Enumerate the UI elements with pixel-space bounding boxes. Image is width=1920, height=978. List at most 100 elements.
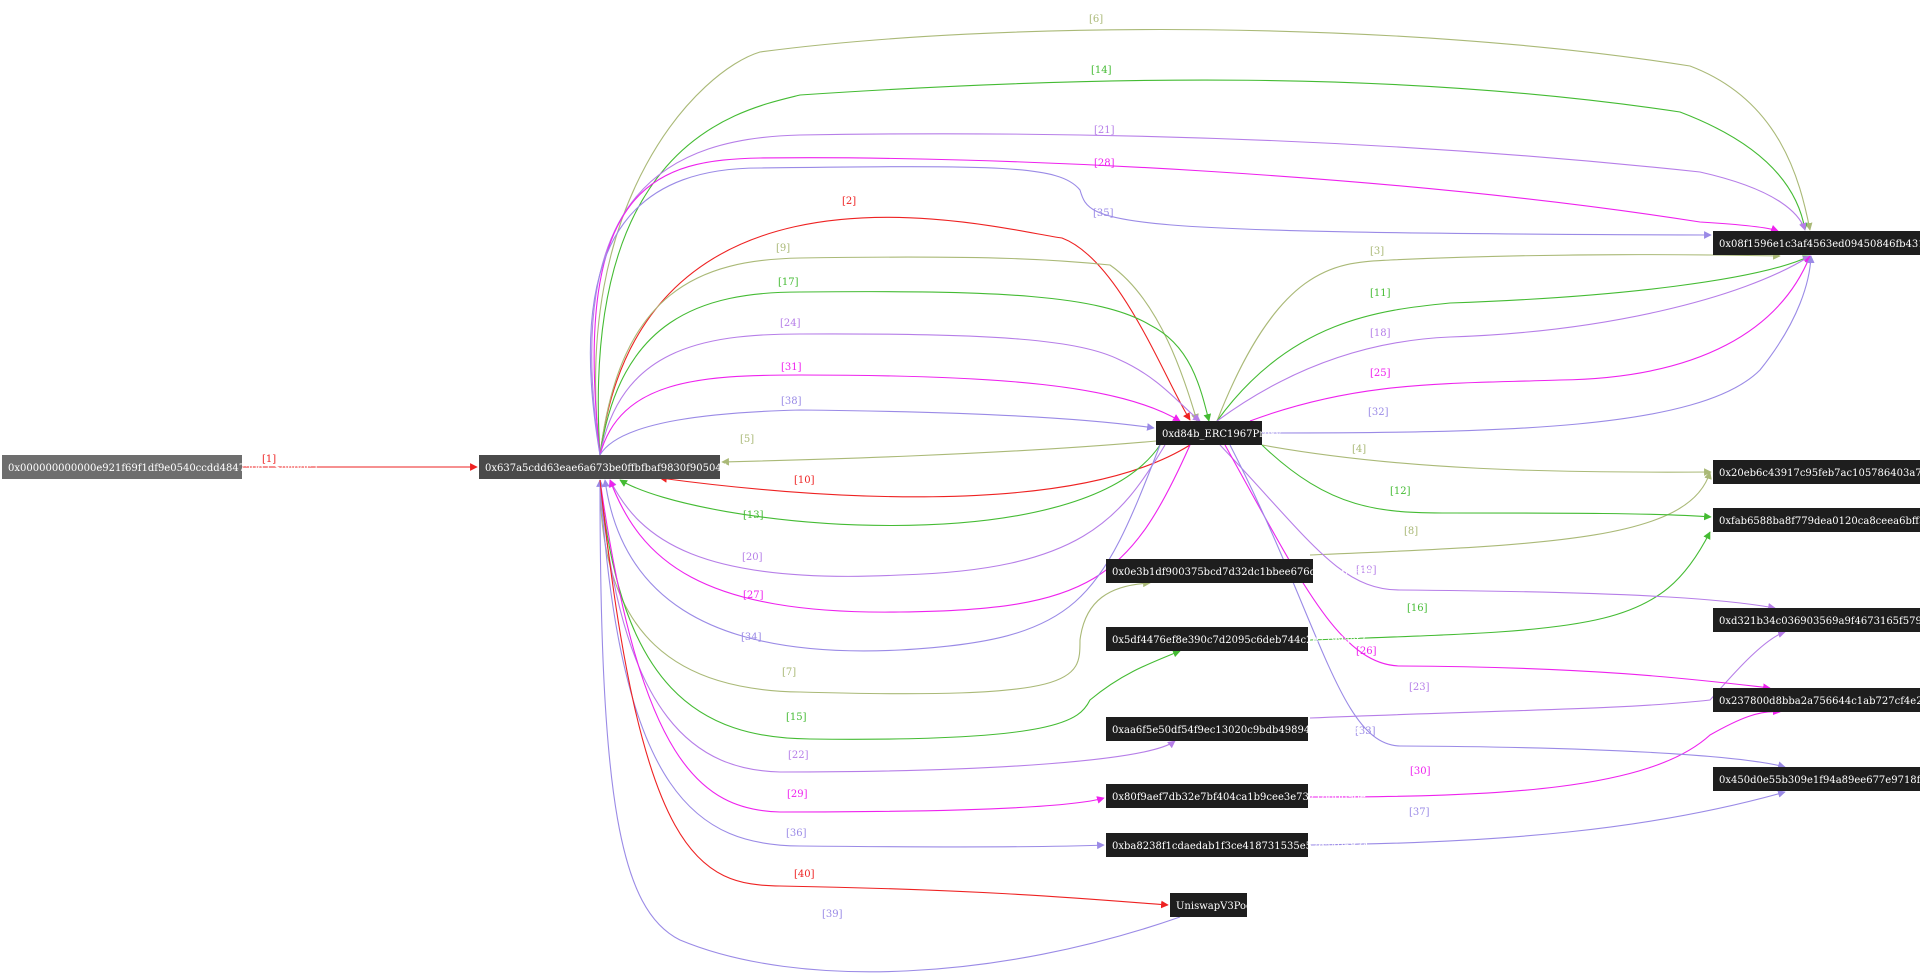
edge-5-arrow: [721, 440, 1157, 466]
edge-7-arrow: [599, 479, 1151, 695]
edge-33: [33]: [1229, 444, 1786, 769]
node-n20e-label: 0x20eb6c43917c95feb7ac105786403a7a0251db…: [1719, 468, 1920, 479]
edge-4-arrow: [1261, 444, 1712, 476]
edge-label-32: [32]: [1368, 407, 1389, 418]
node-receiver[interactable]: 0x637a5cdd63eae6a673be0ffbfbaf9830f90504…: [479, 455, 796, 479]
node-n237[interactable]: 0x237800d8bba2a756644c1ab727cf4e2e73c2b3…: [1713, 688, 1920, 712]
edge-29-arrow: [599, 479, 1105, 813]
node-naa6-box[interactable]: [1106, 717, 1308, 741]
node-proxy-box[interactable]: [1156, 421, 1262, 445]
edge-27-arrow: [608, 444, 1191, 613]
edge-label-19: [19]: [1356, 565, 1377, 576]
edge-5: [5]: [721, 434, 1157, 466]
edge-label-6: [6]: [1089, 14, 1103, 25]
edge-20-arrow: [609, 444, 1166, 577]
edge-label-12: [12]: [1390, 486, 1411, 497]
node-nfab-box[interactable]: [1713, 508, 1920, 532]
node-sender-box[interactable]: [2, 455, 242, 479]
edge-label-4: [4]: [1352, 444, 1366, 455]
edge-label-24: [24]: [780, 318, 801, 329]
node-n20e[interactable]: 0x20eb6c43917c95feb7ac105786403a7a0251db…: [1713, 460, 1920, 484]
node-naa6[interactable]: 0xaa6f5e50df54f9ec13020c9bdb498949df51a3…: [1106, 717, 1364, 741]
node-n20e-box[interactable]: [1713, 460, 1920, 484]
edge-6: [6]: [595, 14, 1813, 456]
node-uni[interactable]: UniswapV3Pool: [1170, 893, 1255, 917]
edge-label-21: [21]: [1094, 125, 1115, 136]
node-nd32-box[interactable]: [1713, 608, 1920, 632]
node-receiver-box[interactable]: [479, 455, 720, 479]
edge-36: [36]: [599, 479, 1105, 850]
node-n450-box[interactable]: [1713, 767, 1920, 791]
edge-22: [22]: [599, 479, 1176, 773]
edge-3-arrow: [1216, 252, 1781, 422]
edge-label-28: [28]: [1094, 158, 1115, 169]
node-n5df-box[interactable]: [1106, 627, 1308, 651]
edge-11-arrow: [1216, 255, 1811, 422]
edge-label-29: [29]: [787, 789, 808, 800]
node-n80f-box[interactable]: [1106, 784, 1308, 808]
node-uni-box[interactable]: [1170, 893, 1247, 917]
node-nd32[interactable]: 0xd321b34c036903569a9f4673165f5797f2305e…: [1713, 608, 1920, 632]
edge-16: [16]: [1309, 531, 1711, 641]
edge-label-25: [25]: [1370, 368, 1391, 379]
edge-label-17: [17]: [778, 277, 799, 288]
edge-17-arrow: [599, 291, 1212, 456]
edge-6-arrow: [595, 28, 1813, 456]
edge-9: [9]: [599, 243, 1199, 456]
node-n08f[interactable]: 0x08f1596e1c3af4563ed09450846fb4311fa3be…: [1713, 231, 1920, 255]
edge-label-8: [8]: [1404, 526, 1418, 537]
edge-label-14: [14]: [1091, 65, 1112, 76]
node-n450[interactable]: 0x450d0e55b309e1f94a89ee677e9718f5679991…: [1713, 767, 1920, 791]
edge-label-37: [37]: [1409, 807, 1430, 818]
node-n5df-label: 0x5df4476ef8e390c7d2095c6deb744c2e7799ae…: [1112, 635, 1366, 646]
node-sender[interactable]: 0x000000000000e921f69f1df9e0540ccdd4847a…: [2, 455, 318, 479]
node-n80f-label: 0x80f9aef7db32e7bf404ca1b9cee3e73218d0b9…: [1112, 792, 1366, 803]
node-n0e3[interactable]: 0x0e3b1df900375bcd7d32dc1bbee676d104b60e…: [1106, 559, 1373, 583]
edge-30: [30]: [1309, 707, 1781, 798]
edge-label-5: [5]: [740, 434, 754, 445]
node-n80f[interactable]: 0x80f9aef7db32e7bf404ca1b9cee3e73218d0b9…: [1106, 784, 1366, 808]
edge-33-arrow: [1229, 444, 1786, 769]
edge-label-23: [23]: [1409, 682, 1430, 693]
edge-39-arrow: [596, 479, 1181, 973]
node-proxy[interactable]: 0xd84b_ERC1967Proxy: [1156, 421, 1282, 445]
edge-label-34: [34]: [741, 632, 762, 643]
edge-label-35: [35]: [1093, 208, 1114, 219]
node-nfab[interactable]: 0xfab6588ba8f779dea0120ca8ceea6bff534078…: [1713, 508, 1920, 532]
edge-25: [25]: [1249, 255, 1811, 422]
edge-label-22: [22]: [788, 750, 809, 761]
edge-12: [12]: [1261, 444, 1712, 521]
edge-11: [11]: [1216, 255, 1811, 422]
node-n0e3-box[interactable]: [1106, 559, 1313, 583]
node-n08f-label: 0x08f1596e1c3af4563ed09450846fb4311fa3be…: [1719, 239, 1920, 250]
edge-label-10: [10]: [794, 475, 815, 486]
edge-label-31: [31]: [781, 362, 802, 373]
edge-31-arrow: [599, 374, 1181, 456]
edge-38-arrow: [599, 409, 1155, 456]
node-nba8[interactable]: 0xba8238f1cdaedab1f3ce418731535e57da4058…: [1106, 833, 1369, 857]
edge-label-13: [13]: [743, 510, 764, 521]
node-n5df[interactable]: 0x5df4476ef8e390c7d2095c6deb744c2e7799ae…: [1106, 627, 1366, 651]
edge-24-arrow: [599, 333, 1201, 456]
edge-25-arrow: [1249, 255, 1811, 422]
node-nba8-box[interactable]: [1106, 833, 1308, 857]
edge-37: [37]: [1309, 790, 1786, 846]
node-nd32-label: 0xd321b34c036903569a9f4673165f5797f2305e…: [1719, 616, 1920, 627]
edge-19-arrow: [1219, 444, 1776, 611]
node-n08f-box[interactable]: [1713, 231, 1920, 255]
edge-28-arrow: [593, 157, 1779, 456]
edge-23-arrow: [1309, 630, 1786, 719]
node-receiver-label: 0x637a5cdd63eae6a673be0ffbfbaf9830f90504…: [485, 463, 796, 474]
edge-label-30: [30]: [1410, 766, 1431, 777]
edge-29: [29]: [599, 479, 1105, 813]
node-uni-label: UniswapV3Pool: [1176, 901, 1255, 912]
edge-label-40: [40]: [794, 869, 815, 880]
edge-20: [20]: [609, 444, 1166, 577]
edge-39: [39]: [596, 479, 1181, 973]
edge-label-33: [33]: [1355, 726, 1376, 737]
node-n237-box[interactable]: [1713, 688, 1920, 712]
edge-9-arrow: [599, 256, 1199, 456]
edge-17: [17]: [599, 277, 1212, 456]
edge-30-arrow: [1309, 707, 1781, 798]
edge-21: [21]: [591, 125, 1807, 456]
